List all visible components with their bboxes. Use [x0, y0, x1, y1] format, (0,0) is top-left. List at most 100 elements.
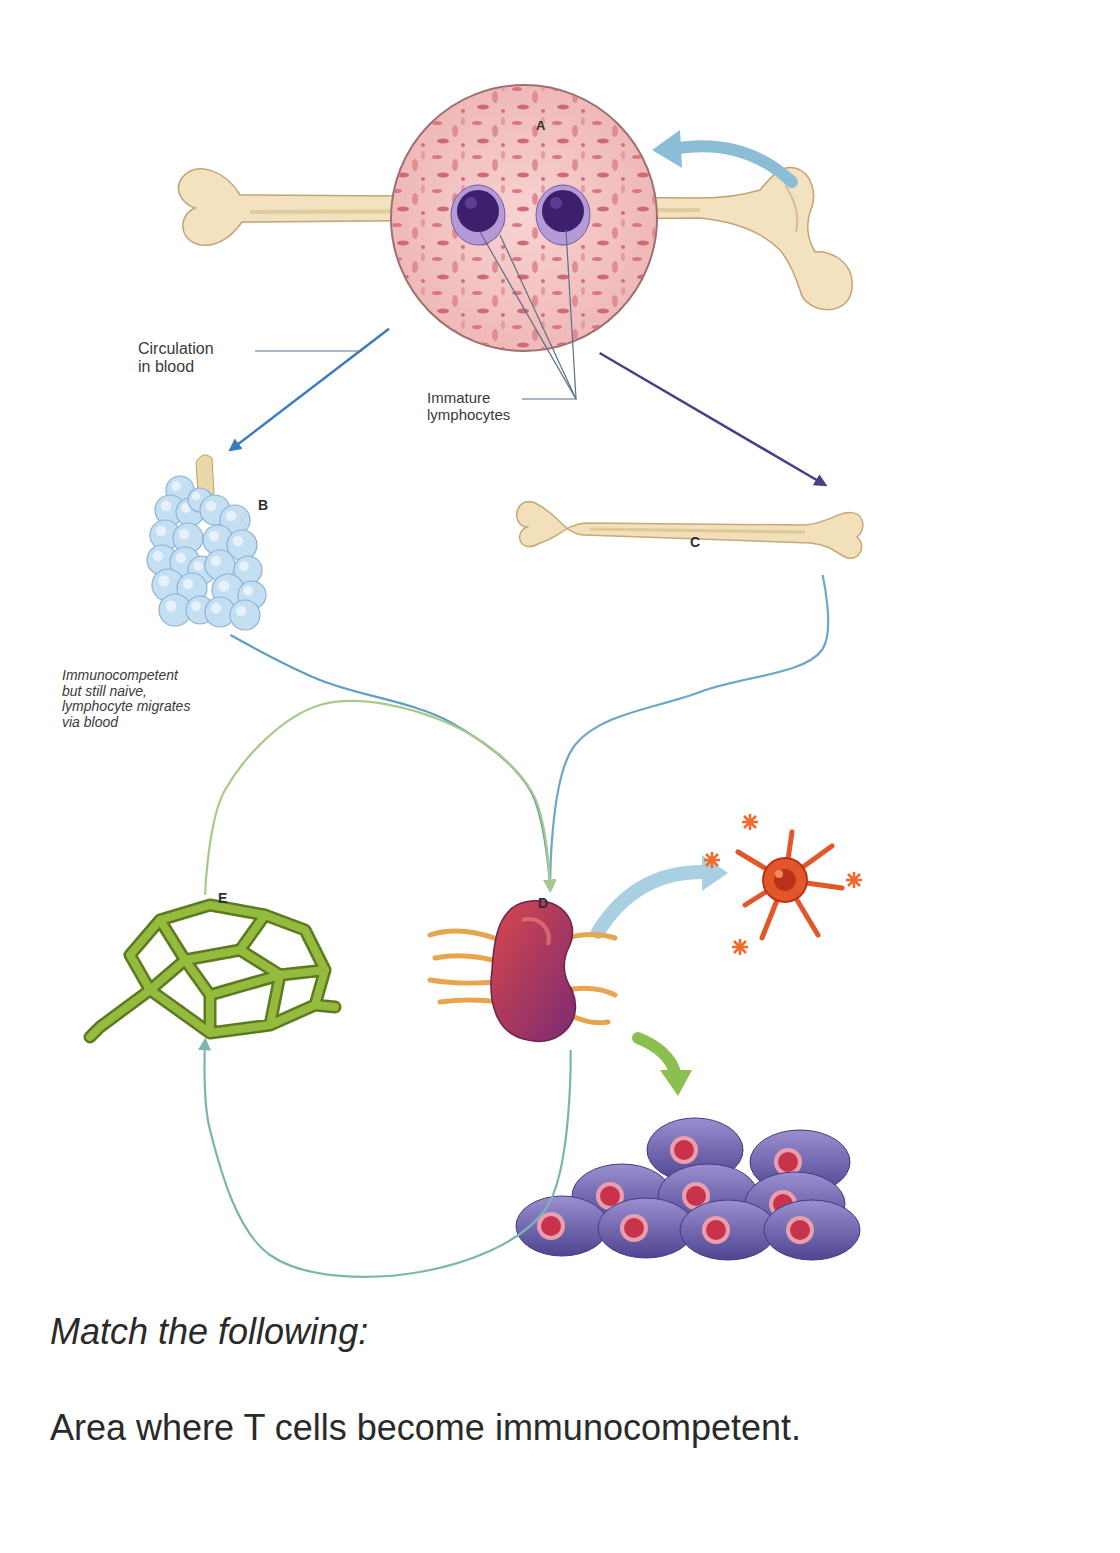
plasma-cells-part-part: [778, 1152, 798, 1172]
plasma-cells-part-part: [537, 1212, 565, 1240]
part-letter: A: [536, 119, 545, 132]
thymus-outline-part: [236, 606, 247, 617]
part-letter: B: [258, 498, 268, 512]
plasma-cells-part-part: [600, 1186, 620, 1206]
thymus-outline-part: [165, 600, 176, 611]
plasma-cells-part-part: [516, 1196, 608, 1256]
thymus-outline-part: [192, 492, 200, 500]
leader-line-part: [255, 350, 362, 351]
activation-arrow-part: [598, 872, 702, 932]
femur-bone-part: [785, 185, 797, 232]
long-bone-outline-part: [517, 502, 863, 559]
lymph-node-outline-part-part: [430, 931, 500, 940]
flow-arrow: [205, 1040, 571, 1277]
plasma-cells-part-part: [670, 1136, 698, 1164]
lymphatic-network-outline: [90, 895, 335, 1040]
lymph-node-outline-part: [491, 901, 576, 1042]
plasma-cells-part-part: [686, 1186, 706, 1206]
plasma-cells: [516, 1118, 860, 1260]
leader-line: [255, 230, 576, 399]
lymph-node-outline-part: [522, 919, 549, 945]
flow-arrow: [230, 329, 389, 450]
annotation-label: Immature lymphocytes: [427, 390, 547, 424]
lymphatic-network: E: [90, 895, 335, 1040]
thymus-outline-part: [183, 579, 194, 590]
question-text: Area where T cells become immunocompeten…: [50, 1408, 1110, 1448]
edge-label: Circulation in blood: [138, 340, 230, 376]
thymus-outline-part: [171, 481, 181, 491]
plasma-cells-part: [764, 1200, 860, 1260]
thymus-outline-part: [218, 580, 229, 591]
flow-arrow: [550, 575, 828, 890]
antigen-presenting-cell: [738, 832, 842, 938]
differentiation-arrow-part: [638, 1038, 675, 1072]
plasma-cells-part-part: [706, 1220, 726, 1240]
lymphatic-network-outline-part: [90, 905, 335, 1037]
bone-marrow-circle-outline-part: [392, 86, 656, 350]
thymus-outline-part: [206, 501, 217, 512]
plasma-cells-part-part: [680, 1200, 776, 1260]
lymph-node-outline-part-part: [440, 1000, 500, 1002]
activation-arrow: [598, 855, 728, 932]
antigen-marks-part: [732, 939, 748, 955]
thymus-outline-part: [161, 501, 172, 512]
bone-marrow-circle-outline: [389, 83, 659, 353]
antigen-marks-part: [846, 872, 862, 888]
plasma-cells-part-part: [702, 1216, 730, 1244]
thymus-outline-part: [191, 601, 201, 611]
plasma-cells-part: [516, 1196, 608, 1256]
leader-line-part: [566, 230, 576, 399]
bone-marrow-circle-outline-part: [391, 85, 657, 351]
long-bone-outline: [505, 485, 870, 575]
lymph-node-outline: [430, 890, 615, 1050]
antigen-presenting-cell-part: [775, 870, 783, 878]
part-letter: D: [538, 896, 548, 910]
thymus-outline-part: [158, 575, 169, 586]
part-letter: C: [690, 535, 700, 549]
zoom-arrow-part: [678, 146, 792, 182]
thymus-outline-part: [176, 553, 187, 564]
annotation-label: Immunocompetent but still naive, lymphoc…: [62, 668, 192, 731]
plasma-cells-part: [680, 1200, 776, 1260]
bone-marrow-circle-outline-part: [457, 190, 499, 232]
long-bone: C: [505, 485, 870, 575]
thymus-outline-part: [211, 603, 222, 614]
bone-marrow-circle-outline-part: [536, 185, 590, 245]
leader-line-part: [500, 235, 576, 399]
plasma-cells-part-part: [764, 1200, 860, 1260]
antigen-marks: [704, 814, 862, 955]
plasma-cells-part-part: [790, 1220, 810, 1240]
bone-marrow-circle-outline-part: [451, 185, 505, 245]
lymph-node-outline-part-part: [430, 980, 498, 983]
bone-marrow-circle-outline-part: [465, 197, 477, 209]
differentiation-arrow-part: [660, 1070, 692, 1096]
part-letter: E: [218, 891, 227, 905]
flow-arrow: [230, 635, 550, 890]
lymph-node-outline-part-part: [570, 1015, 608, 1023]
thymus-outline-part: [233, 536, 244, 547]
thymus-outline-part: [153, 551, 164, 562]
zoom-arrow: [652, 130, 792, 182]
thymus-outline-part: [193, 561, 203, 571]
thymus-outline-part: [179, 529, 190, 540]
thymus-outline-part: [226, 511, 237, 522]
thymus-outline-part: [156, 526, 167, 537]
bone-marrow-circle: A: [389, 83, 659, 353]
antigen-marks-part: [742, 814, 758, 830]
plasma-cells-part-part: [674, 1140, 694, 1160]
thymus-outline-part: [211, 556, 222, 567]
plasma-cells-part-part: [624, 1218, 644, 1238]
antigen-marks-part: [704, 852, 720, 868]
differentiation-arrow: [638, 1038, 692, 1096]
thymus: B: [140, 450, 275, 635]
plasma-cells-part-part: [541, 1216, 561, 1236]
antigen-presenting-cell-part: [774, 869, 796, 891]
long-bone-outline-part: [590, 529, 805, 532]
lymphatic-network-outline-part: [90, 905, 335, 1037]
bone-marrow-circle-outline-part: [550, 197, 562, 209]
caption: Match the following:: [50, 1312, 1050, 1352]
flow-arrow: [600, 353, 826, 485]
bone-marrow-circle-outline-part: [542, 190, 584, 232]
